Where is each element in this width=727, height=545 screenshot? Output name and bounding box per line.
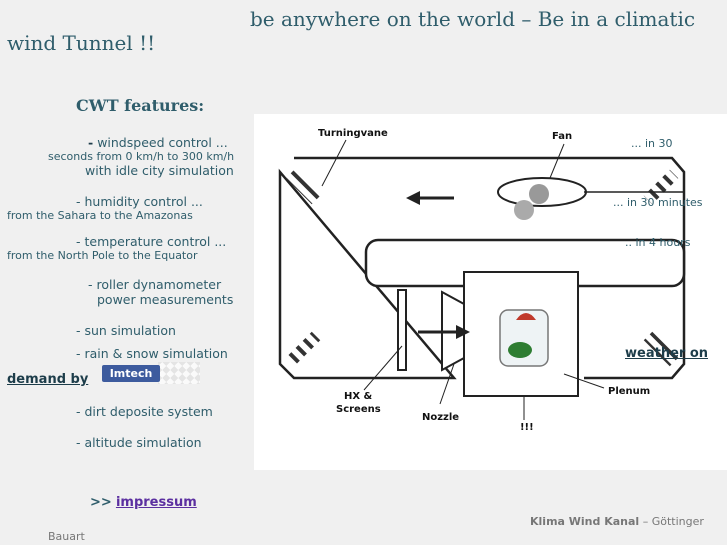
feature-windspeed-dash: - bbox=[88, 135, 94, 150]
feature-rain: - rain & snow simulation bbox=[76, 346, 228, 361]
footer-credit: Klima Wind Kanal – Göttinger bbox=[530, 515, 704, 528]
fan-smoke-2 bbox=[514, 200, 534, 220]
flow-arrow-top-head bbox=[406, 191, 420, 205]
feature-windspeed-sub: with idle city simulation bbox=[85, 163, 234, 178]
weather-link[interactable]: weather on bbox=[625, 346, 709, 361]
feature-humidity: - humidity control ... bbox=[76, 194, 203, 209]
umbrella-icon bbox=[516, 313, 536, 320]
impressum-link[interactable]: impressum bbox=[115, 495, 197, 510]
corner-vanes-tl bbox=[285, 169, 321, 205]
label-nozzle: Nozzle bbox=[422, 412, 459, 423]
footer-brand: Klima Wind Kanal bbox=[530, 515, 640, 528]
imtech-logo[interactable]: Imtech bbox=[102, 365, 160, 382]
label-screens: Screens bbox=[336, 404, 381, 415]
footer-city: – Göttinger bbox=[639, 515, 704, 528]
feature-temperature-range: from the North Pole to the Equator bbox=[7, 249, 198, 262]
label-exclaim: !!! bbox=[520, 422, 534, 433]
feature-temperature: - temperature control ... bbox=[76, 234, 227, 249]
headline-line2: wind Tunnel !! bbox=[7, 31, 156, 55]
feature-roller: - roller dynamometer bbox=[88, 277, 222, 292]
flow-arrow-inner-head bbox=[456, 325, 470, 339]
feature-roller-sub: power measurements bbox=[97, 292, 234, 307]
features-title: CWT features: bbox=[76, 96, 205, 115]
brand-logo-fade bbox=[158, 362, 200, 384]
overlay-in30min: ... in 30 minutes bbox=[613, 196, 703, 209]
wind-tunnel-diagram: Turningvane Fan HX & Screens Nozzle Plen… bbox=[254, 114, 727, 470]
label-plenum: Plenum bbox=[608, 386, 650, 397]
feature-altitude: - altitude simulation bbox=[76, 435, 202, 450]
leader-plenum bbox=[563, 373, 605, 389]
fan-smoke bbox=[529, 184, 549, 204]
feature-windspeed: - windspeed control ... bbox=[88, 135, 228, 150]
feature-humidity-range: from the Sahara to the Amazonas bbox=[7, 209, 193, 222]
leader-hx bbox=[363, 345, 403, 391]
impressum-prefix: >> bbox=[90, 495, 112, 510]
impressum-nav: >> impressum bbox=[90, 495, 197, 510]
label-fan: Fan bbox=[552, 131, 572, 142]
leader-turningvane bbox=[321, 139, 347, 187]
frog-icon bbox=[508, 342, 532, 358]
feature-dirt: - dirt deposite system bbox=[76, 404, 213, 419]
label-hx: HX & bbox=[344, 391, 373, 402]
demand-by-link[interactable]: demand by bbox=[7, 372, 89, 387]
feature-windspeed-range: seconds from 0 km/h to 300 km/h bbox=[48, 150, 235, 163]
feature-sun: - sun simulation bbox=[76, 323, 176, 338]
hx-screens bbox=[397, 289, 407, 371]
leader-fan bbox=[549, 143, 565, 179]
corner-vanes-br bbox=[643, 331, 679, 367]
wind-tunnel-diagram-svg: Turningvane Fan HX & Screens Nozzle Plen… bbox=[278, 128, 686, 433]
overlay-in4h: .. in 4 hours bbox=[625, 236, 691, 249]
overlay-in30: ... in 30 bbox=[631, 137, 673, 150]
corner-vanes-tr bbox=[643, 169, 679, 205]
corner-vanes-bl bbox=[285, 331, 321, 367]
leader-nozzle bbox=[439, 363, 455, 405]
headline-line1: be anywhere on the world – Be in a clima… bbox=[250, 7, 696, 31]
footer-bauart: Bauart bbox=[48, 530, 85, 543]
feature-windspeed-label: windspeed control ... bbox=[97, 135, 228, 150]
label-turningvane: Turningvane bbox=[318, 128, 388, 139]
